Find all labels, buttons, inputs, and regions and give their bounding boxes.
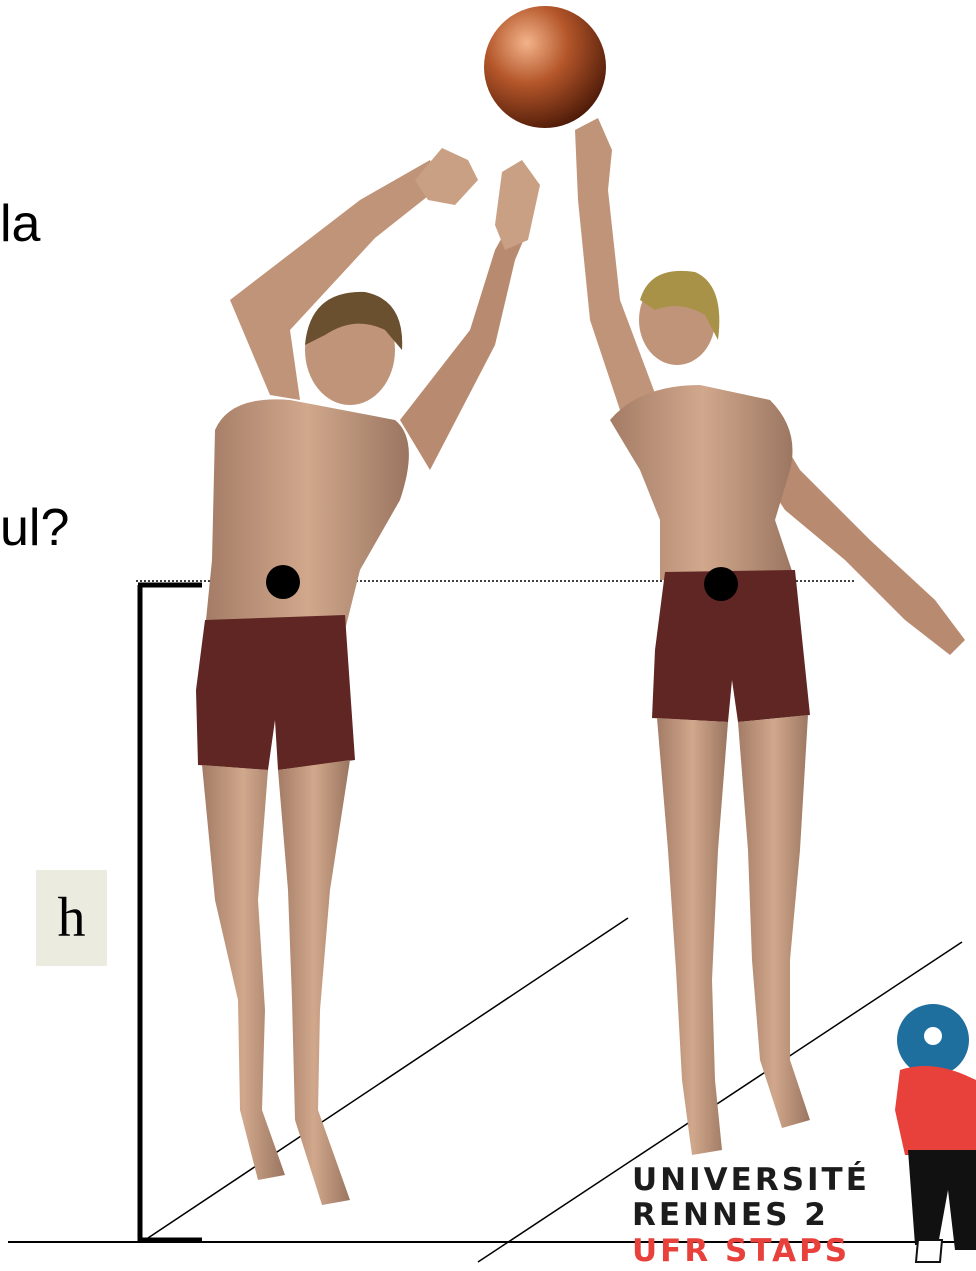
right-jumper — [575, 118, 965, 1155]
center-of-mass-marker-right — [704, 567, 738, 601]
left-jumper — [196, 148, 540, 1205]
center-of-mass-marker-left — [266, 565, 300, 599]
slide-text-fragment-2: ul? — [0, 499, 70, 557]
perspective-line-left — [141, 917, 629, 1243]
logo-rennes-line: RENNES 2 — [632, 1197, 829, 1233]
height-bracket — [137, 582, 202, 1243]
perspective-line-right — [477, 941, 963, 1263]
height-label: h — [36, 870, 107, 966]
logo-university-line: UNIVERSITÉ — [632, 1162, 870, 1198]
logo-ufr-staps-line: UFR STAPS — [632, 1233, 851, 1269]
ufr-staps-mascot-logo — [895, 1004, 976, 1263]
slide-text-fragment-1: la — [0, 195, 41, 253]
ball — [484, 6, 606, 128]
